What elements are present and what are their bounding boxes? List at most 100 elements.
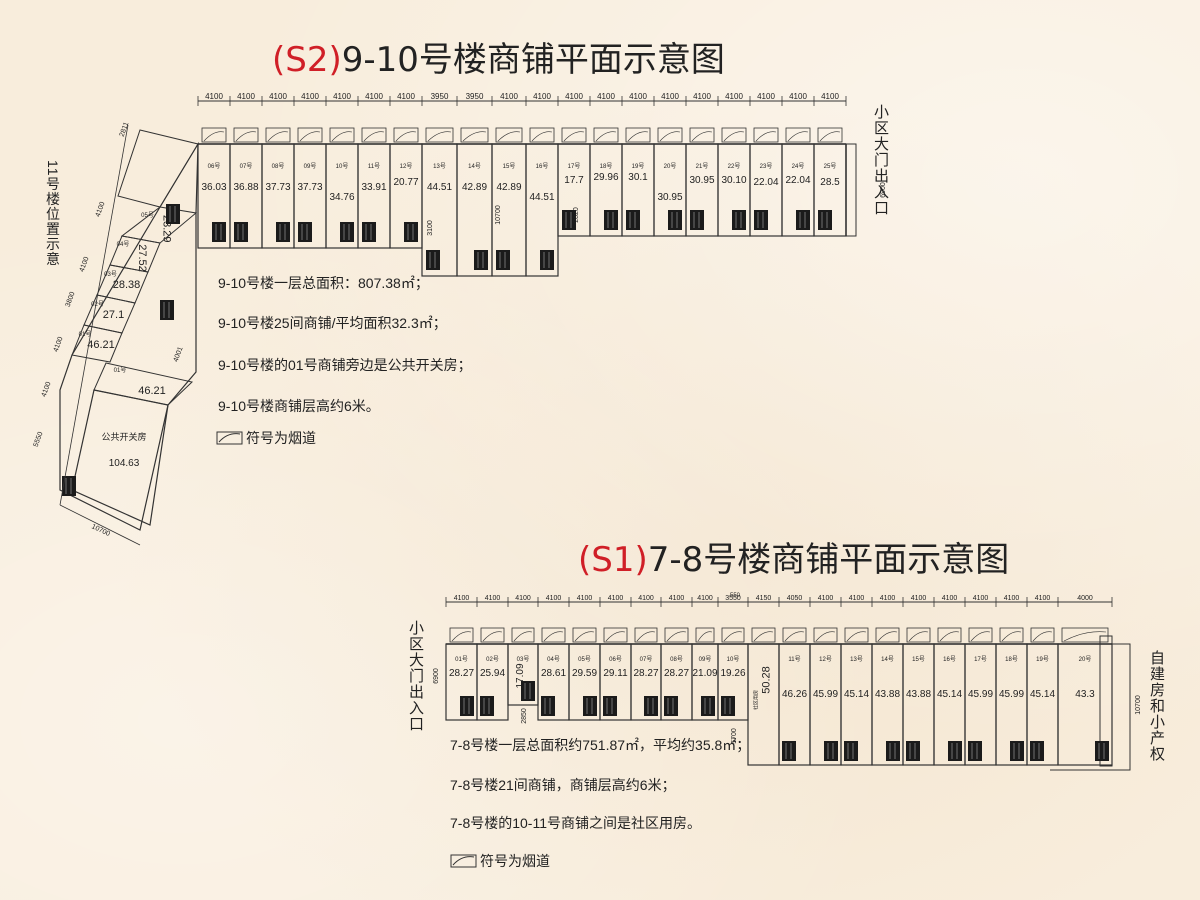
s2-public-room-label: 公共开关房 [101, 431, 146, 442]
s2-building11-label: 11号楼位置示意 [45, 160, 61, 267]
s2-shop-area: 33.91 [361, 182, 386, 193]
flue-symbol-icon [450, 854, 477, 868]
s1-canopy [449, 627, 474, 643]
s1-canopy [782, 627, 807, 643]
s2-flue-block [234, 222, 248, 242]
s1-note-total-area: 7-8号楼一层总面积约751.87㎡，平均约35.8㎡； [450, 737, 751, 753]
s2-shop-number: 23号 [760, 163, 773, 170]
s1-flue-block [664, 696, 678, 716]
s2-dim-label: 4100 [269, 92, 287, 101]
s1-dim-label: 4050 [787, 595, 803, 602]
s1-shop-number: 07号 [640, 656, 653, 663]
s1-flue-block [824, 741, 838, 761]
s1-canopy [572, 627, 597, 643]
s2-canopy [329, 127, 355, 143]
s2-shop-number: 19号 [632, 163, 645, 170]
s2-shop-area: 44.51 [529, 192, 554, 203]
s1-canopy [541, 627, 566, 643]
s1-canopy [721, 627, 745, 643]
s2-canopy [561, 127, 587, 143]
s1-shop-area: 28.27 [664, 668, 689, 679]
s1-shop-number: 11号 [788, 656, 800, 663]
s1-canopy [968, 627, 993, 643]
s2-canopy [721, 127, 747, 143]
s2-shop-area: 30.95 [657, 192, 682, 203]
s1-shop-number: 17号 [974, 656, 987, 663]
s2-diag-dim-label: 3800 [65, 291, 77, 308]
s2-dim-label: 4100 [333, 92, 351, 101]
s2-shop-area: 37.73 [265, 182, 290, 193]
s2-title-code: (S2) [272, 40, 342, 80]
s1-shop-area: 45.14 [937, 689, 962, 700]
s1-dim-label: 4100 [1035, 595, 1051, 602]
s1-flue-block [782, 741, 796, 761]
s1-entrance-label: 小区大门出入口 [407, 620, 424, 732]
s1-shop-area: 45.14 [1030, 689, 1055, 700]
s2-flue-block [540, 250, 554, 270]
s2-wing-shop-number: 01号 [79, 331, 92, 338]
s2-canopy [689, 127, 715, 143]
s2-dim-label: 4100 [661, 92, 679, 101]
s2-wing-shop-number: 01号 [114, 367, 127, 374]
s1-shop-number: 04号 [547, 656, 560, 663]
s1-dim-label: 4100 [1004, 595, 1020, 602]
s2-wing-shop-area: 28.38 [113, 279, 141, 291]
s1-shop-number: 15号 [912, 656, 925, 663]
s2-wing-shop-number: 05号 [141, 212, 154, 219]
s2-depth-dim-label: 4001 [173, 346, 185, 363]
s1-depth-dim-label: 10700 [1135, 695, 1142, 715]
s2-note-total-area: 9-10号楼一层总面积：807.38㎡； [218, 275, 429, 291]
s1-dim-label: 4100 [546, 595, 562, 602]
s1-dim-label: 4100 [515, 595, 531, 602]
s2-shop-number: 13号 [433, 163, 446, 170]
s2-shop-number: 20号 [664, 163, 677, 170]
s2-diag-dim-line [59, 124, 129, 506]
s1-shop-number: 02号 [486, 656, 499, 663]
s2-wing-shop-number: 02号 [91, 301, 104, 308]
s1-canopy [603, 627, 628, 643]
s1-title: (S1)7-8号楼商铺平面示意图 [578, 532, 1009, 581]
s1-annex-outline [1050, 643, 1131, 771]
s2-canopy [201, 127, 227, 143]
s2-entrance-label: 小区大门出入口 [872, 104, 889, 216]
s2-dim-label: 4100 [565, 92, 583, 101]
s2-diag-dim-label: 2811 [119, 121, 131, 138]
s1-canopy [751, 627, 776, 643]
s2-shop-area: 22.04 [785, 175, 810, 186]
s1-dim-label: 4100 [669, 595, 685, 602]
s1-canopy [511, 627, 535, 643]
s1-shop-area: 21.09 [692, 668, 717, 679]
s2-dim-label: 4100 [757, 92, 775, 101]
s1-flue-block [1010, 741, 1024, 761]
s1-legend-text: 符号为烟道 [480, 853, 550, 869]
s2-shop-unit [813, 143, 847, 237]
s2-public-room-area: 104.63 [109, 458, 140, 469]
s1-canopy [664, 627, 689, 643]
s2-shop-number: 08号 [272, 163, 285, 170]
s1-flue-block [1095, 741, 1109, 761]
s2-dim-label: 4100 [597, 92, 615, 101]
s1-shop-area: 29.59 [572, 668, 597, 679]
s1-shop-area: 28.27 [449, 668, 474, 679]
s2-dim-label: 4100 [629, 92, 647, 101]
s2-flue-block [818, 210, 832, 230]
s1-flue-block [1030, 741, 1044, 761]
s1-canopy [1061, 627, 1109, 643]
s1-shop-number: 12号 [819, 656, 832, 663]
s2-depth-dim-label: 3100 [427, 220, 434, 236]
s1-community-room-label: 社区用房 [753, 690, 760, 710]
s2-canopy [265, 127, 291, 143]
s2-flue-block [404, 222, 418, 242]
s1-shop-number: 19号 [1036, 656, 1049, 663]
s1-canopy [844, 627, 869, 643]
s1-side-label: 自建房和小产权 [1148, 650, 1165, 762]
s2-dim-label: 4100 [397, 92, 415, 101]
s1-shop-number: 05号 [578, 656, 591, 663]
s1-flue-block [541, 696, 555, 716]
s2-depth-dim-label: 10700 [495, 205, 502, 225]
s2-dim-label: 4100 [301, 92, 319, 101]
s1-depth-dim-label: 550 [730, 593, 741, 599]
s1-dim-label: 4100 [577, 595, 593, 602]
s2-shop-area: 17.7 [564, 175, 584, 186]
s2-flue-block [474, 250, 488, 270]
